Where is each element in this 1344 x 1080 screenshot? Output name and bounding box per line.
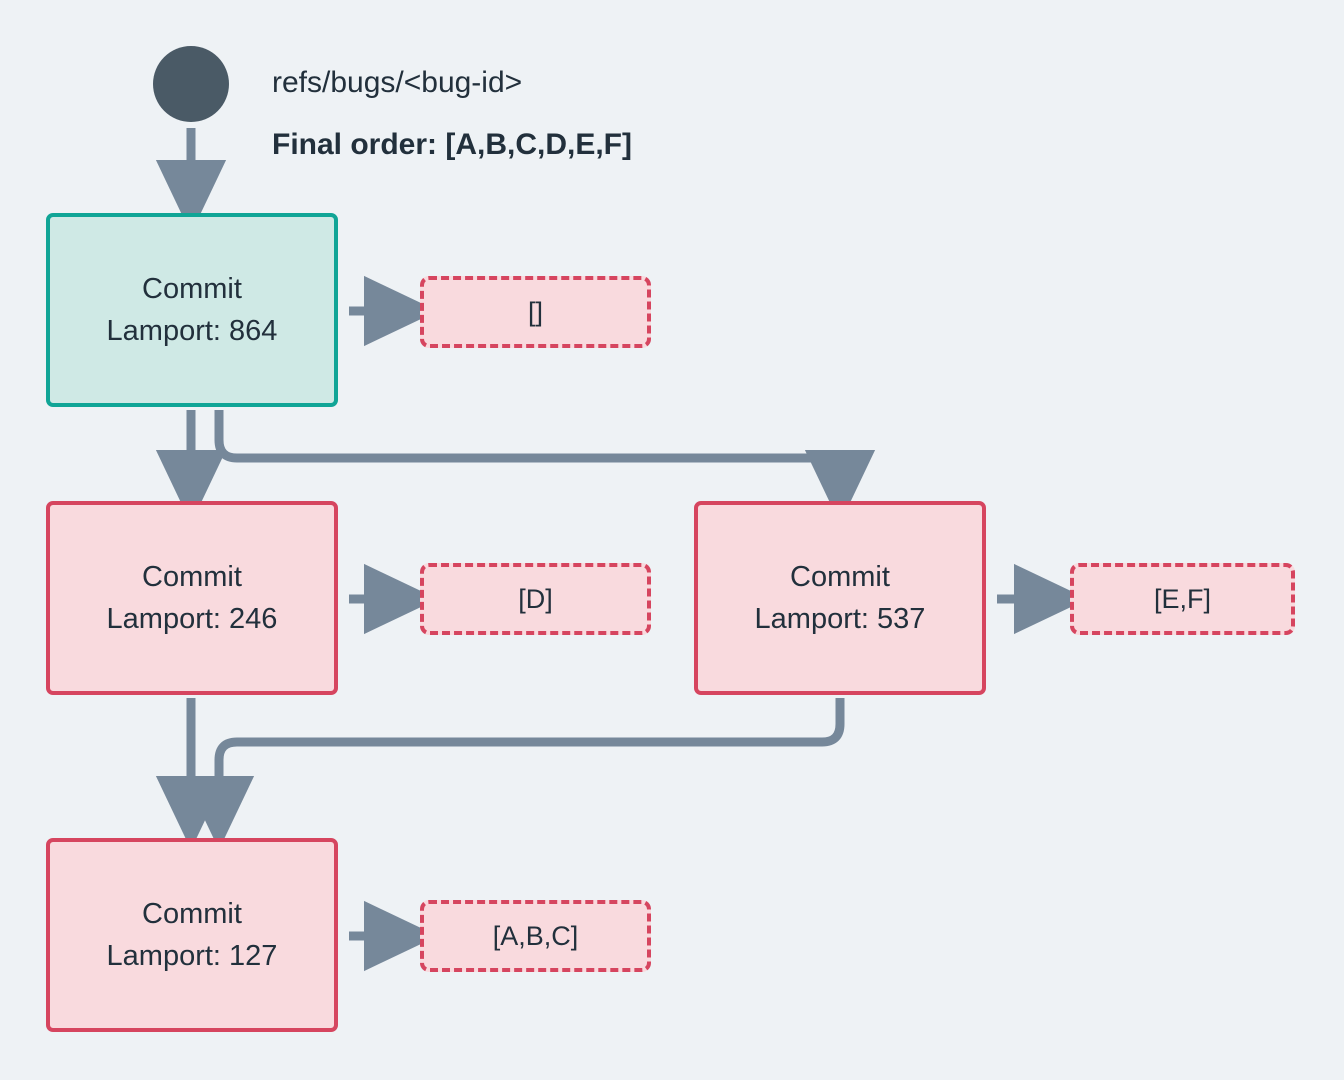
badge-node-537: [E,F]: [1070, 563, 1295, 635]
commit-lamport: Lamport: 246: [106, 603, 278, 635]
commit-title: Commit: [142, 897, 242, 930]
badge-node-864: []: [420, 276, 651, 348]
final-order-label: Final order: [A,B,C,D,E,F]: [272, 128, 632, 161]
badge-node-246: [D]: [420, 563, 651, 635]
commit-lamport: Lamport: 127: [106, 940, 278, 972]
badge-node-127: [A,B,C]: [420, 900, 651, 972]
root-commit-dot: [153, 46, 229, 122]
commit-lamport: Lamport: 537: [754, 603, 926, 635]
edge-commit-537-to-commit-127: [183, 698, 845, 850]
commit-node-864[interactable]: Commit Lamport: 864: [46, 213, 338, 407]
commit-title: Commit: [142, 560, 242, 593]
edge-commit-864-to-commit-537: [214, 410, 876, 524]
commit-title: Commit: [790, 560, 890, 593]
commit-node-537[interactable]: Commit Lamport: 537: [694, 501, 986, 695]
commit-node-246[interactable]: Commit Lamport: 246: [46, 501, 338, 695]
commit-title: Commit: [142, 272, 242, 305]
ref-label: refs/bugs/<bug-id>: [272, 66, 523, 99]
commit-node-127[interactable]: Commit Lamport: 127: [46, 838, 338, 1032]
commit-lamport: Lamport: 864: [106, 315, 278, 347]
